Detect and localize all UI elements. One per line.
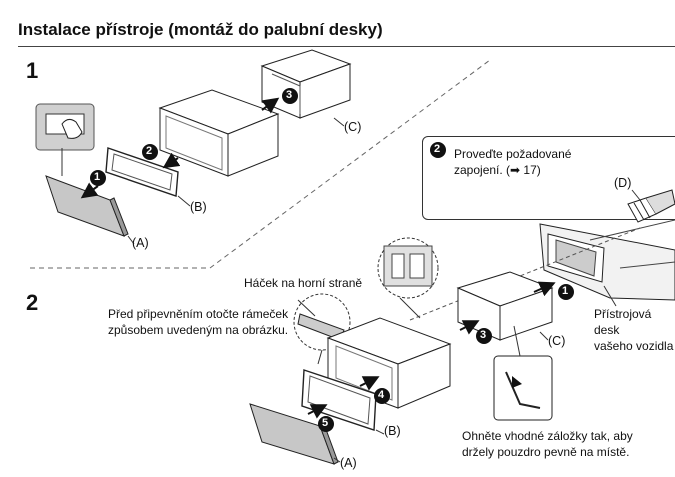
head-unit-step1 bbox=[158, 89, 280, 177]
connector-d bbox=[627, 189, 675, 223]
callout-text: Proveďte požadované zapojení. (➡ 17) bbox=[454, 146, 571, 178]
label-b-step2: (B) bbox=[384, 424, 401, 438]
tabs-note: Ohněte vhodné záložky tak, aby držely po… bbox=[462, 428, 633, 460]
sleeve-c-step2 bbox=[456, 271, 554, 341]
arrow-1-step2 bbox=[533, 281, 556, 297]
marker-3-step2-text: 3 bbox=[480, 329, 487, 341]
leader-b-step2 bbox=[375, 429, 385, 435]
marker-1-step1-text: 1 bbox=[94, 171, 101, 183]
tab-bend-detail bbox=[493, 325, 553, 421]
dashboard-label-line-2: vašeho vozidla bbox=[594, 339, 674, 353]
arrow-5-step2 bbox=[307, 404, 328, 419]
marker-1-step1 bbox=[90, 170, 106, 186]
faceplate-a-step1 bbox=[45, 175, 129, 237]
section-divider bbox=[30, 59, 491, 269]
label-c-step1: (C) bbox=[344, 120, 362, 134]
dashboard-panel bbox=[539, 219, 675, 301]
leader-dashboard bbox=[603, 285, 617, 307]
page-title: Instalace přístroje (montáž do palubní d… bbox=[18, 20, 383, 39]
marker-3-step1-text: 3 bbox=[286, 89, 293, 101]
marker-2-step1 bbox=[142, 144, 158, 160]
step-number-2: 2 bbox=[26, 290, 39, 315]
title-rule bbox=[18, 46, 675, 47]
label-b-step1: (B) bbox=[190, 200, 207, 214]
marker-2-step1-text: 2 bbox=[146, 145, 153, 157]
marker-5-step2 bbox=[318, 416, 334, 432]
trim-ring-b-step1 bbox=[105, 147, 179, 197]
marker-4-step2 bbox=[374, 388, 390, 404]
tabs-note-line-1: Ohněte vhodné záložky tak, aby bbox=[462, 429, 633, 443]
arrow-1-step1 bbox=[80, 182, 99, 199]
label-a-step2: (A) bbox=[340, 456, 357, 470]
label-d: (D) bbox=[614, 176, 632, 190]
rotate-note: Před připevněním otočte rámeček způsobem… bbox=[108, 306, 288, 338]
step-number-1: 1 bbox=[26, 58, 39, 83]
hook-label: Háček na horní straně bbox=[244, 276, 363, 290]
tabs-note-line-2: držely pouzdro pevně na místě. bbox=[462, 445, 630, 459]
marker-1-step2 bbox=[558, 284, 574, 300]
leader-c-step1 bbox=[333, 117, 345, 127]
leader-b-step1 bbox=[177, 195, 191, 207]
release-button-detail bbox=[35, 103, 95, 176]
arrow-4-step2 bbox=[359, 376, 380, 391]
harness-path bbox=[409, 227, 641, 321]
marker-2-callout bbox=[430, 142, 446, 158]
arrow-3-step1 bbox=[261, 97, 280, 114]
marker-3-step1 bbox=[282, 88, 298, 104]
marker-2-callout-text: 2 bbox=[434, 143, 441, 155]
label-c-step2: (C) bbox=[548, 334, 566, 348]
marker-5-step2-text: 5 bbox=[322, 417, 329, 429]
dashboard-label-line-1: Přístrojová desk bbox=[594, 307, 652, 337]
arrow-3-step2 bbox=[459, 320, 480, 335]
sleeve-c-step1 bbox=[260, 49, 352, 119]
marker-3-step2 bbox=[476, 328, 492, 344]
marker-4-step2-text: 4 bbox=[378, 389, 385, 401]
leader-c-step2 bbox=[539, 331, 549, 341]
label-d-leader bbox=[631, 189, 641, 201]
callout-line-1: Proveďte požadované bbox=[454, 147, 572, 161]
rotate-note-line-2: způsobem uvedeným na obrázku. bbox=[108, 323, 289, 337]
faceplate-a-step2 bbox=[249, 403, 339, 465]
label-a-step1: (A) bbox=[132, 236, 149, 250]
trim-ring-b-step2 bbox=[301, 369, 377, 431]
arrow-2-step1 bbox=[162, 152, 181, 169]
marker-1-step2-text: 1 bbox=[562, 285, 569, 297]
detail-circle-rear bbox=[377, 237, 439, 319]
leader-a-step1 bbox=[127, 235, 135, 245]
dashboard-label: Přístrojová desk vašeho vozidla bbox=[594, 306, 675, 354]
callout-line-2: zapojení. (➡ 17) bbox=[454, 163, 541, 177]
rotate-note-line-1: Před připevněním otočte rámeček bbox=[108, 307, 289, 321]
leader-a-step2 bbox=[333, 457, 341, 463]
